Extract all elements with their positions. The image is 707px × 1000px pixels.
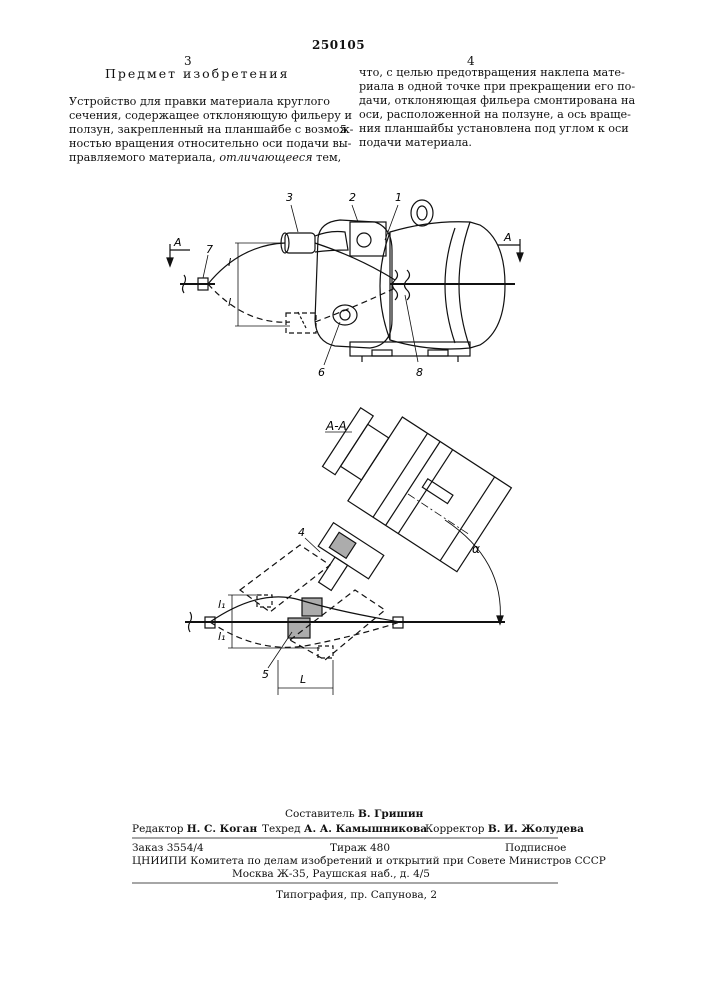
label-l-bottom: l [228,296,231,309]
label-6: 6 [318,366,325,379]
die-lower-boss [333,305,357,325]
label-alpha: α [472,542,480,556]
faceplate-tilted [323,408,374,475]
leader-5 [268,632,292,668]
label-L: L [300,673,306,686]
material-path-lower [208,284,290,322]
label-2: 2 [349,191,356,204]
slider-hatch [329,532,356,558]
techred: Техред А. А. Камышникова [262,823,427,835]
label-3: 3 [286,191,293,204]
circulation: Тираж 480 [330,842,390,854]
die-lower-dashed [286,313,316,333]
die-5 [288,618,310,638]
leader-7 [203,255,208,278]
lifting-eye-hole [417,206,427,220]
section-arrow-right [517,253,523,261]
corrector: Корректор В. И. Жолудева [425,823,584,835]
motor-fin [373,433,427,517]
label-1: 1 [395,191,402,204]
label-7: 7 [206,243,213,256]
label-a-right: А [503,231,512,244]
die-holder [319,557,348,590]
figure-2-title: А-А [325,419,347,433]
material-path-upper-2 [315,243,395,280]
motor-front-curve [380,232,390,340]
label-a-left: А [173,236,182,249]
base-slot [372,350,392,356]
label-l-top: l [228,256,231,269]
leader-3 [291,205,298,232]
leader-2 [352,205,358,222]
motor-end-curve-2 [445,228,455,343]
slider-block [350,222,386,256]
section-arrow-left [167,258,173,266]
die-lower-hole [340,310,350,320]
editor: Редактор Н. С. Коган [132,823,257,835]
corrector-name: В. И. Жолудева [488,823,584,835]
techred-name: А. А. Камышникова [304,823,427,835]
motor-flange [341,424,389,480]
slider-pin [357,233,371,247]
material-path-upper [208,243,285,284]
editor-label: Редактор [132,823,183,835]
base-slot [428,350,448,356]
compiler-name: В. Гришин [358,808,423,820]
corrector-label: Корректор [425,823,485,835]
motor-fin [440,477,494,561]
techred-label: Техред [262,823,301,835]
die-5-upper [302,598,322,616]
printing: Типография, пр. Сапунова, 2 [276,889,437,901]
label-l1-bottom: l₁ [218,630,225,643]
die-dashed-lower [318,646,333,658]
leader-6 [324,322,340,365]
alpha-arc [445,520,500,622]
die-lower-dashed-inner [298,312,306,328]
label-l1-top: l₁ [218,598,225,611]
label-8: 8 [416,366,423,379]
subscription: Подписное [505,842,566,854]
motor-fin [398,450,452,534]
motor-housing [390,222,505,349]
leader-1 [385,205,398,240]
compiler: Составитель В. Гришин [285,808,423,820]
lifting-eye [411,200,433,226]
motor-slot [422,479,453,504]
editor-name: Н. С. Коган [187,823,257,835]
label-4: 4 [298,526,305,539]
address: Москва Ж-35, Раушская наб., д. 4/5 [232,868,430,880]
compiler-label: Составитель [285,808,355,820]
leader-8 [405,295,418,362]
institute: ЦНИИПИ Комитета по делам изобретений и о… [132,855,606,867]
order: Заказ 3554/4 [132,842,204,854]
motor-fin [386,442,440,526]
label-5: 5 [262,668,269,681]
